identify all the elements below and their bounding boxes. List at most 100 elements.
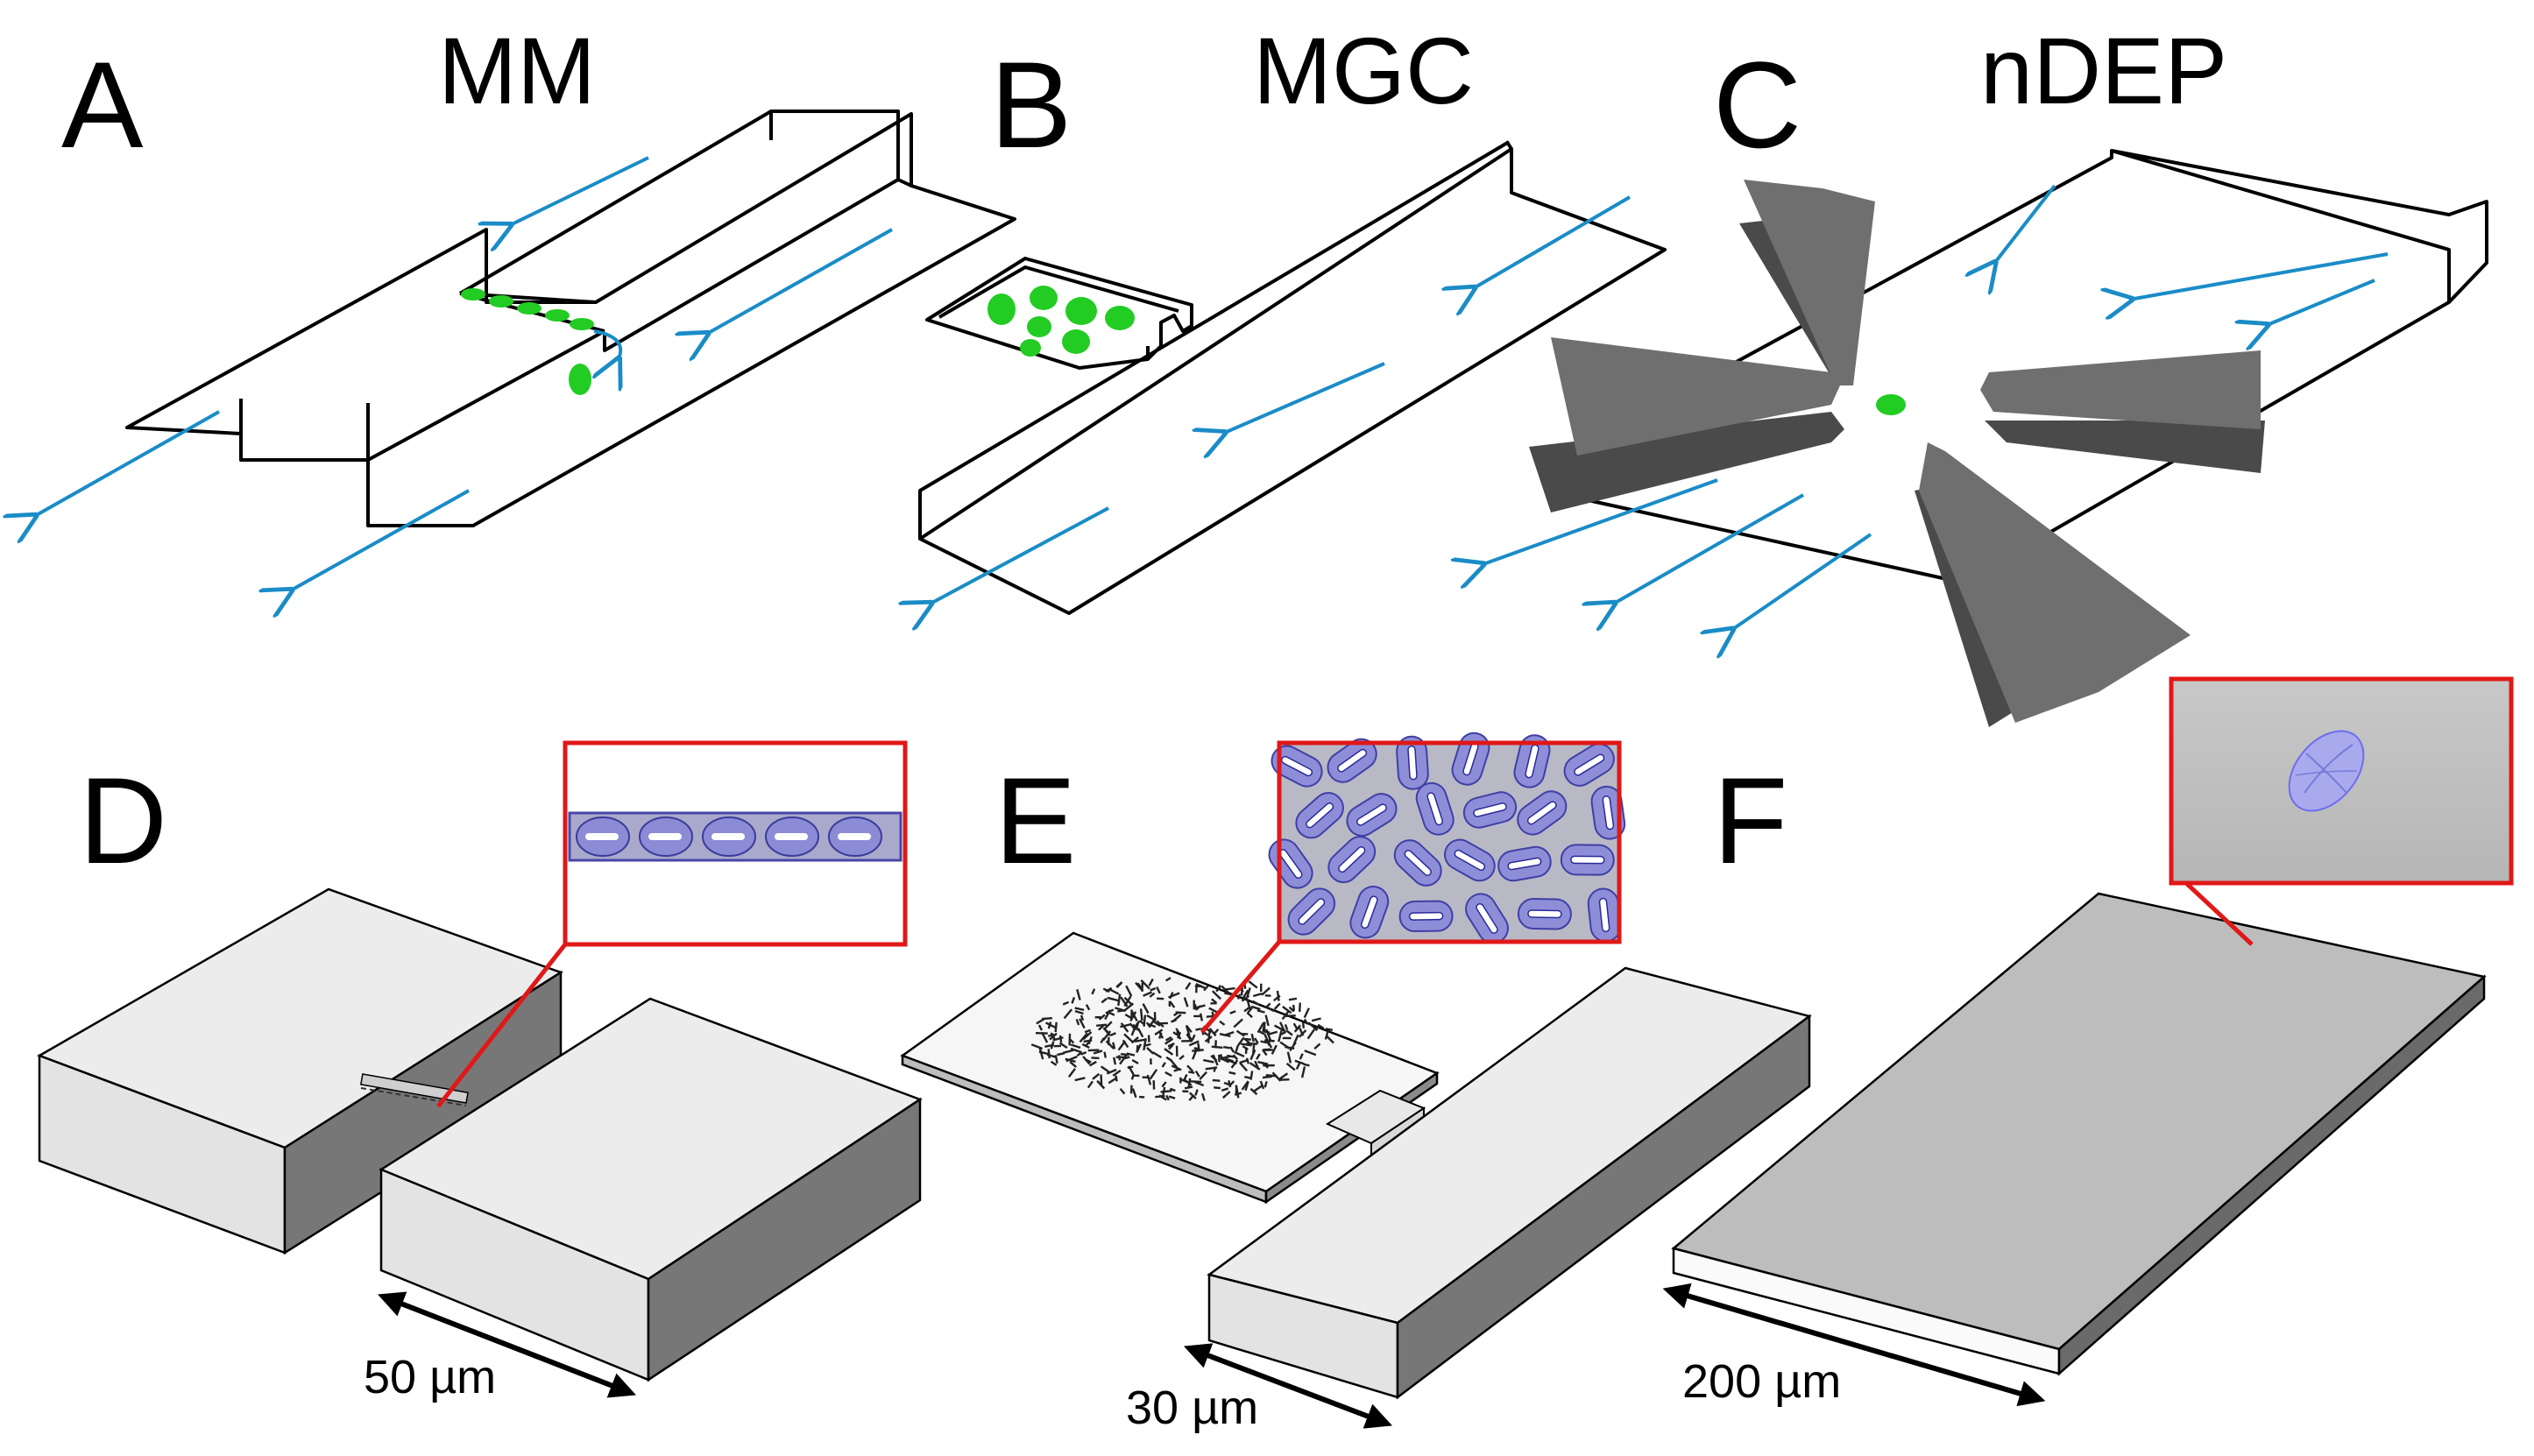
cell-mark [1120,1023,1131,1028]
cell-model [1327,738,1377,783]
cell-mark [1300,1066,1306,1078]
cell-model [1590,785,1626,840]
cell-mark [1271,1044,1278,1055]
cell-mark [1288,997,1298,1001]
cell-mark [1242,1037,1252,1045]
cell-mark [1200,1092,1206,1101]
flow-arrow [929,506,1109,604]
panel-b-title: MGC [1253,18,1474,124]
mm-flow-arrows [33,156,893,591]
cell-mark [1071,996,1076,1004]
cell-mark [1108,1011,1115,1016]
cell-mark [1154,1028,1164,1036]
cell-mark [1249,1071,1254,1080]
cell-mark [1131,1088,1137,1099]
cell-mark [1054,1021,1058,1033]
cell-mark [1164,1071,1172,1078]
cell-mark [1050,1041,1055,1050]
cell-mark [1117,993,1122,1007]
cell-mark [1254,1060,1260,1070]
cell-mark [1301,1021,1306,1028]
cell-mark [1079,1032,1088,1043]
cell-mark [1050,1060,1058,1066]
cell-mark [1211,998,1217,1004]
inset-leader [2184,881,2254,946]
cell-model [1271,745,1323,788]
cell-mark [1306,1028,1316,1040]
cell-mark [1165,1094,1170,1101]
cell-mark [1299,1002,1301,1013]
flow-arrow [1612,493,1804,604]
cell-model [1513,734,1551,788]
cell-mark [1235,1085,1238,1092]
cell-mark [1091,1057,1100,1060]
cell-mark [1189,1080,1202,1084]
cell-mark [1203,1058,1214,1064]
cell-mark [1080,1051,1087,1056]
cell-model [1295,792,1344,839]
flow-arrow [2265,279,2375,326]
cell-mark [1150,987,1157,992]
cell-mark [1294,1059,1305,1065]
cell-mark [1228,1080,1232,1088]
cell-mark [1069,1061,1078,1068]
cell-mark [1084,1028,1092,1034]
mm-bypass-arrow [594,329,620,361]
cell-mark [1107,996,1119,1002]
cell-mark [1079,1014,1085,1021]
cell-mark [1262,1075,1272,1079]
cell-mark [1084,1057,1092,1064]
cell-mark [1195,1028,1201,1031]
cell-mark [1120,996,1129,1007]
cell-mark [1123,1033,1134,1043]
cell-mark [1299,1053,1304,1060]
cell-mark [1160,1089,1172,1093]
cell-mark [1249,1049,1256,1061]
inset-leader [1200,940,1281,1034]
cell-mark [1149,1069,1158,1080]
cell-mark [1280,1030,1287,1035]
cell-mark [1242,1045,1249,1050]
cell-model [1396,735,1429,790]
cell-mark [1257,1061,1269,1065]
cell-mark [1156,986,1161,994]
cell-mark [1145,1021,1151,1028]
cell-mark [1192,1049,1198,1060]
mm-channel [125,110,1016,527]
cell-mark [1175,1011,1186,1014]
gel-slide [900,931,1440,1193]
cell-mark [1143,1014,1147,1027]
electrode [1551,337,1840,456]
cell-mark [1281,1009,1291,1021]
cell-mark [1050,1032,1056,1040]
cell-mark [1149,992,1156,998]
cell-mark [1093,1050,1103,1055]
cell-mark [1227,1058,1237,1065]
cell-mark [1221,1057,1230,1064]
panel-c-title: nDEP [1980,18,2227,124]
cell-mark [1223,1045,1230,1050]
cell-mark [1112,1069,1122,1077]
cell-mark [1103,1021,1113,1030]
cell-mark [1188,1094,1195,1101]
cell-model [1517,790,1568,836]
cell-mark [1125,985,1133,997]
flow-arrow [2129,252,2389,300]
cell-mark [1273,1002,1281,1010]
cell-mark [1081,1043,1090,1050]
cell-mark [1313,1043,1321,1050]
cell-mark [1242,989,1249,1000]
cell-model [1563,743,1615,787]
cell [1062,329,1090,354]
cell-mark [1167,1042,1175,1048]
cell-mark [1261,986,1271,996]
cell-mark [1129,1085,1133,1094]
cell-mark [1088,1060,1097,1067]
cell-model [1346,793,1398,837]
cell-mark [1085,1004,1091,1011]
cell-mark [1113,1057,1117,1065]
cell-mark [1225,1030,1235,1036]
cell-mark [1211,990,1221,1000]
panel-b-letter: B [990,36,1072,173]
